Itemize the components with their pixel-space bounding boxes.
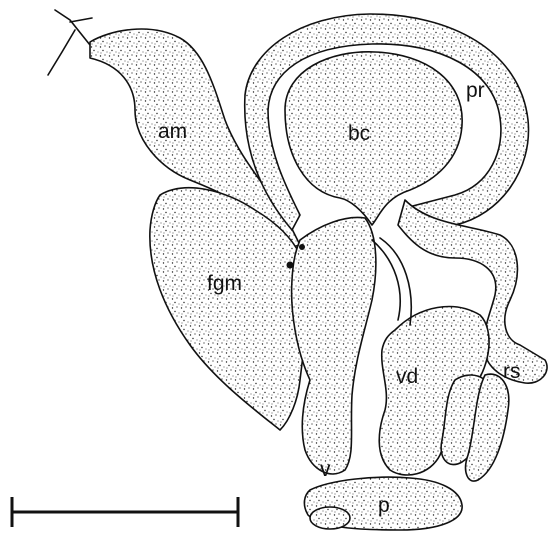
central-duct-shape xyxy=(292,217,376,473)
label-fgm: fgm xyxy=(207,272,242,295)
ampulla-duct-branch-2 xyxy=(48,30,75,75)
label-vd: vd xyxy=(396,365,418,388)
label-rs: rs xyxy=(503,360,521,383)
ampulla-duct-branch-1 xyxy=(55,10,90,45)
label-bc: bc xyxy=(348,122,370,145)
vas-deferens-thin-duct xyxy=(372,238,411,325)
label-p: p xyxy=(378,494,390,517)
label-v: v xyxy=(320,458,331,481)
bursa-copulatrix-shape xyxy=(285,52,462,225)
label-pr: pr xyxy=(466,79,485,102)
junction-dot-2 xyxy=(299,244,305,250)
ampulla-duct-branch-3 xyxy=(70,18,92,22)
junction-dot-1 xyxy=(287,262,294,269)
penis-tip xyxy=(310,507,350,529)
label-am: am xyxy=(158,120,187,143)
